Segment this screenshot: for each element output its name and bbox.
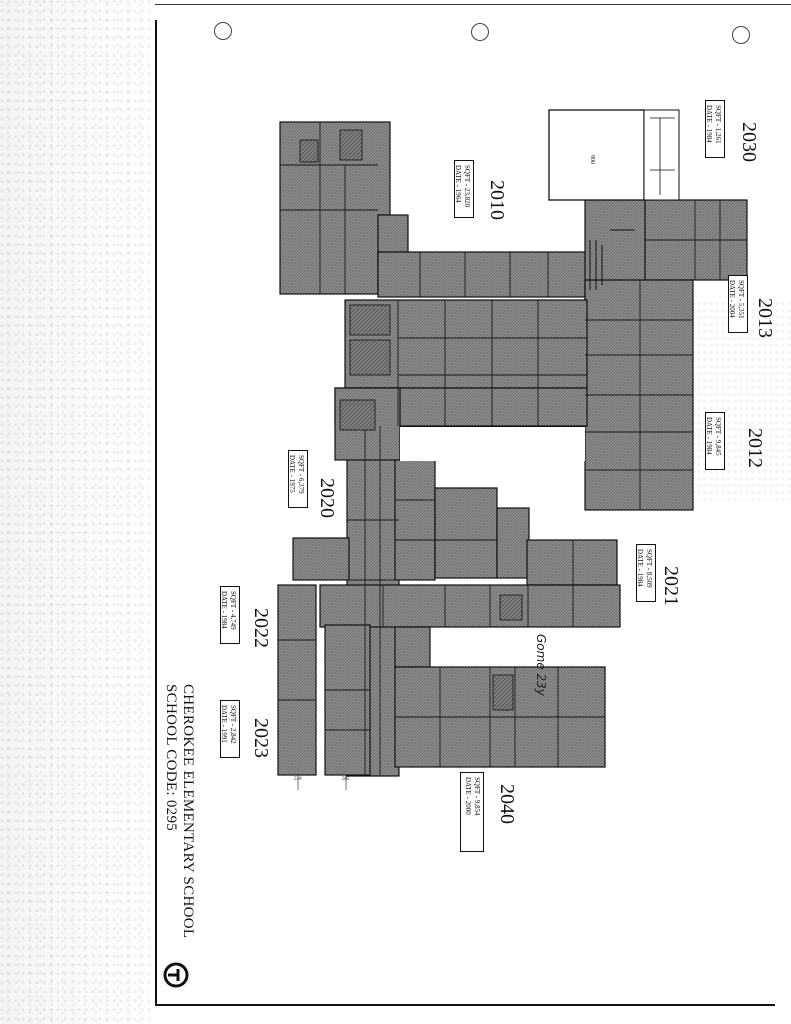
wing-2020-core xyxy=(434,487,498,579)
wing-2021-top xyxy=(526,539,618,586)
binder-hole-icon xyxy=(214,22,232,40)
building-footprint xyxy=(277,121,748,777)
gym-800 xyxy=(548,109,645,201)
wing-2023-col xyxy=(324,624,371,776)
scan-margin-texture xyxy=(0,0,150,1024)
wing-2022-col xyxy=(277,584,317,776)
wing-top-row xyxy=(377,251,589,298)
sheet-border-left xyxy=(155,20,157,1005)
room-walls xyxy=(278,122,747,776)
wing-2020-link xyxy=(496,507,530,579)
wing-2021-row xyxy=(319,584,621,628)
wing-2010-north xyxy=(279,121,391,295)
courtyard-gap xyxy=(400,426,585,461)
gym-800-stage xyxy=(643,109,680,201)
wing-2022-top xyxy=(292,537,350,581)
binder-hole-icon xyxy=(471,23,489,41)
room-800-label: 800 xyxy=(589,155,595,164)
sheet-border-bottom xyxy=(155,1004,775,1006)
scan-top-edge xyxy=(155,4,791,5)
binder-hole-icon xyxy=(732,26,750,44)
